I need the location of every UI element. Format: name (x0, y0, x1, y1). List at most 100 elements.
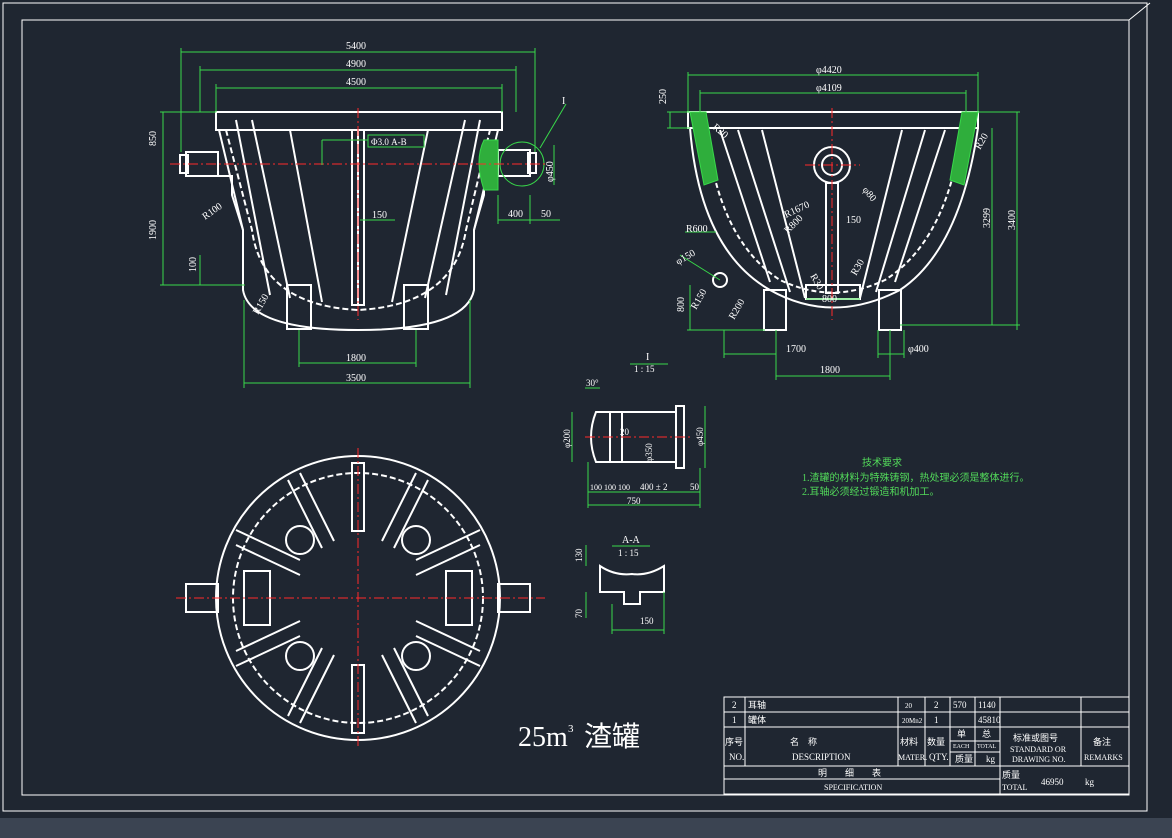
hdr-desc-en: DESCRIPTION (792, 752, 851, 762)
section-AA-scale: 1 : 15 (618, 548, 639, 558)
dim-800-bottom: 800 (822, 294, 837, 305)
dim-phi4109: φ4109 (816, 83, 842, 94)
detail-I-title: I (646, 352, 649, 363)
hdr-std-en1: STANDARD OR (1010, 745, 1067, 754)
dim-phi150: φ150 (674, 248, 697, 268)
drawing-title: 25m 3 渣罐 (518, 721, 640, 753)
front-center-lines (170, 108, 545, 320)
side-dim-labels: φ4420 φ4109 250 R20 R20 φ80 R1670 R800 R… (658, 65, 1018, 376)
total-cn: 质量 (1002, 769, 1020, 780)
top-rib-nw (287, 472, 335, 549)
detail-I-leader (539, 103, 567, 149)
spec-cn: 明 细 表 (818, 767, 881, 778)
front-foot-left (286, 284, 312, 330)
front-dim-labels: 5400 4900 4500 850 1900 100 R100 150 R15… (148, 41, 565, 384)
leader-I-label: I (562, 96, 565, 107)
dim-150-side: 150 (846, 215, 861, 226)
top-center-lines (176, 448, 545, 748)
row2-name: 耳轴 (748, 699, 766, 710)
front-rib-left (235, 119, 323, 303)
dim-100: 100 (188, 257, 199, 272)
hdr-qty-en: QTY. (929, 752, 949, 762)
hdr-std-cn: 标准或图号 (1013, 732, 1058, 743)
dim-r100: R100 (200, 201, 224, 222)
title-block-lines (723, 696, 1130, 795)
dim-400-front: 400 (508, 209, 523, 220)
dim-850: 850 (148, 131, 159, 146)
top-rib-e1 (415, 529, 481, 576)
dim-r150-front: R150 (251, 292, 271, 316)
dim-phi4420: φ4420 (816, 65, 842, 76)
side-foot-left (763, 289, 787, 331)
top-rib-se (381, 647, 429, 724)
hdr-mass-unit: kg (986, 754, 996, 764)
cad-drawing-canvas[interactable]: 5400 4900 4500 850 1900 100 R100 150 R15… (0, 0, 1172, 818)
row2-no: 2 (732, 700, 737, 710)
dim-r20-left: R20 (710, 122, 730, 141)
detail-I-scale: 1 : 15 (634, 364, 655, 374)
side-rib-right (859, 129, 946, 299)
front-outer-body (218, 129, 499, 332)
dim-r20-right: R20 (973, 132, 991, 152)
tech-line-1: 1.渣罐的材料为特殊铸钢，热处理必须是整体进行。 (802, 471, 1030, 484)
side-dimensions (667, 72, 1020, 380)
row2-qty: 2 (934, 700, 939, 710)
front-left-support (218, 175, 244, 231)
side-rib-left (719, 129, 806, 299)
dim-3400: 3400 (1007, 210, 1018, 230)
row2-each: 570 (953, 700, 967, 710)
front-left-trunnion (185, 151, 219, 177)
status-bar (0, 818, 1172, 838)
detail-I-50: 50 (690, 482, 700, 492)
dim-1700: 1700 (786, 344, 806, 355)
front-right-trunnion-cap (527, 152, 537, 174)
row1-mat: 20Mn2 (902, 717, 923, 725)
top-rib-w2 (235, 620, 301, 667)
front-top-rim (215, 111, 503, 131)
title-superscript: 3 (568, 723, 574, 735)
dim-800-side: 800 (676, 297, 687, 312)
section-AA-150: 150 (640, 616, 654, 626)
spec-en: SPECIFICATION (824, 783, 882, 792)
dim-phi80: φ80 (860, 185, 879, 204)
hdr-each-en: EACH (953, 744, 970, 750)
detail-I-100s: 100 100 100 (590, 483, 630, 492)
dim-r600: R600 (686, 224, 708, 235)
hdr-total-cn: 总 (982, 728, 991, 739)
total-en: TOTAL (1002, 783, 1028, 792)
dim-3299: 3299 (982, 208, 993, 228)
hdr-no-cn: 序号 (725, 736, 743, 747)
geom-tolerance-box (367, 134, 425, 148)
dim-r200: R200 (727, 297, 747, 321)
row1-qty: 1 (934, 715, 939, 725)
top-hole-2 (401, 525, 431, 555)
hdr-qty-cn: 数量 (927, 736, 945, 747)
dim-phi450-front: φ450 (545, 161, 556, 182)
row2-total: 1140 (978, 700, 996, 710)
dim-1900: 1900 (148, 220, 159, 240)
section-AA-profile (599, 564, 665, 605)
total-unit: kg (1085, 777, 1095, 787)
top-hole-3 (285, 641, 315, 671)
hdr-total-en: TOTAL (977, 744, 996, 750)
hdr-mat-cn: 材料 (900, 736, 918, 747)
detail-I-angle: 30° (586, 378, 599, 388)
section-AA-130: 130 (574, 548, 584, 562)
dim-1800-side: 1800 (820, 365, 840, 376)
section-AA-title: A-A (622, 535, 641, 546)
hdr-mass-cn: 质量 (955, 753, 973, 764)
section-AA-dimensions (585, 545, 665, 634)
side-drain-hole (712, 272, 728, 288)
front-dimensions (160, 48, 560, 388)
tech-heading: 技术要求 (862, 456, 902, 469)
inner-frame (21, 19, 1130, 796)
dim-r30-right: R30 (849, 258, 867, 278)
side-outer-bowl (689, 127, 979, 309)
top-rib-w1 (235, 529, 301, 576)
dim-50-front: 50 (541, 209, 551, 220)
top-right-trunnion (497, 583, 531, 613)
drawing-svg: 5400 4900 4500 850 1900 100 R100 150 R15… (2, 2, 1151, 812)
dim-250: 250 (658, 89, 669, 104)
hdr-mat-en: MATER. (898, 753, 927, 762)
front-rib-right (391, 119, 481, 303)
